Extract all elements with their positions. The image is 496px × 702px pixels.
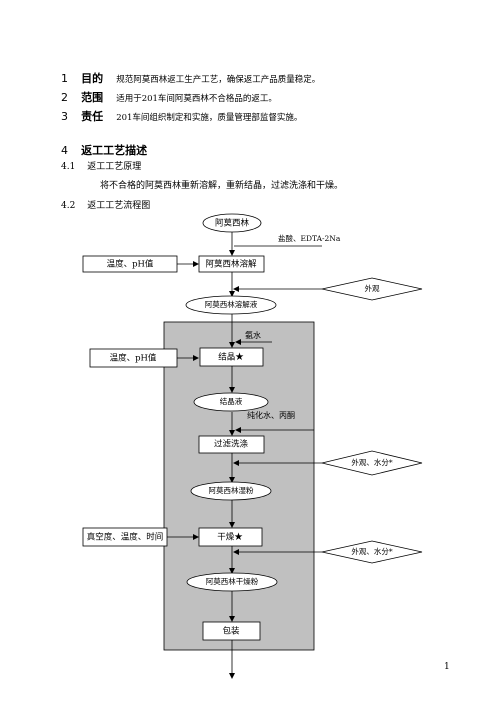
section-2: 2 范围 适用于201车间阿莫西林不合格品的返工。 xyxy=(61,86,277,105)
crystallize-label: 结晶★ xyxy=(218,352,244,363)
package-box xyxy=(202,621,261,641)
control-box-2 xyxy=(89,348,178,368)
subsection-title: 返工工艺原理 xyxy=(87,162,142,172)
section-number: 4 xyxy=(61,144,68,157)
check-label-1: 外观 xyxy=(365,283,380,293)
section-number: 3 xyxy=(61,110,68,123)
subsection-4-1: 4.1 返工工艺原理 xyxy=(61,159,141,172)
dissolve-label: 阿莫西林溶解 xyxy=(205,259,257,270)
control-label-2: 温度、pH值 xyxy=(110,353,157,364)
subsection-4-1-text: 将不合格的阿莫西林重新溶解，重新结晶，过滤洗涤和干燥。 xyxy=(100,181,344,191)
page-number: 1 xyxy=(444,662,450,672)
section-text: 201车间组织制定和实施，质量管理部监督实施。 xyxy=(116,113,303,123)
control-box-1 xyxy=(82,255,178,273)
section-number: 1 xyxy=(61,72,68,85)
control-label-1: 温度、pH值 xyxy=(107,259,154,270)
solution-label: 阿莫西林溶解液 xyxy=(205,299,258,309)
solution-ellipse xyxy=(185,295,277,315)
dry-box xyxy=(198,527,263,547)
section-4: 4 返工工艺描述 xyxy=(61,139,147,158)
section-number: 2 xyxy=(61,91,68,104)
section-heading: 目的 xyxy=(81,72,104,85)
check-label-3: 外观、水分* xyxy=(351,546,392,556)
dry-powder-ellipse xyxy=(186,572,278,592)
subsection-number: 4.1 xyxy=(61,162,76,172)
check-diamond-3 xyxy=(321,540,423,564)
package-label: 包装 xyxy=(222,626,240,637)
input-water-acetone-label: 纯化水、丙酮 xyxy=(247,410,295,420)
section-text: 规范阿莫西林返工生产工艺，确保返工产品质量稳定。 xyxy=(116,75,321,85)
input-ammonia-label: 氨水 xyxy=(245,330,261,340)
check-diamond-2 xyxy=(321,450,423,476)
section-text: 适用于201车间阿莫西林不合格品的返工。 xyxy=(116,94,277,104)
input-acid-label: 盐酸、EDTA-2Na xyxy=(278,233,341,243)
check-diamond-1 xyxy=(321,277,423,301)
control-label-3: 真空度、温度、时间 xyxy=(87,532,164,543)
control-box-3 xyxy=(82,527,168,547)
crystal-liquid-ellipse xyxy=(193,392,269,412)
crystallize-box xyxy=(199,347,264,367)
crystal-liquid-label: 结晶液 xyxy=(220,396,243,406)
section-heading: 返工工艺描述 xyxy=(81,144,148,157)
wet-powder-label: 阿莫西林湿粉 xyxy=(209,485,254,495)
start-label: 阿莫西林 xyxy=(215,218,250,229)
side-lines xyxy=(167,245,322,555)
check-label-2: 外观、水分* xyxy=(351,457,392,467)
dry-label: 干燥★ xyxy=(217,532,243,543)
section-heading: 责任 xyxy=(81,110,104,123)
dissolve-box xyxy=(198,255,265,273)
wet-powder-ellipse xyxy=(190,481,272,501)
start-ellipse xyxy=(202,213,262,233)
section-1: 1 目的 规范阿莫西林返工生产工艺，确保返工产品质量稳定。 xyxy=(61,67,320,86)
dry-powder-label: 阿莫西林干燥粉 xyxy=(206,576,259,586)
subsection-4-2: 4.2 返工工艺流程图 xyxy=(61,198,150,211)
subsection-title: 返工工艺流程图 xyxy=(87,201,151,211)
filter-wash-box xyxy=(198,435,265,454)
section-heading: 范围 xyxy=(81,91,104,104)
subsection-number: 4.2 xyxy=(61,201,76,211)
section-3: 3 责任 201车间组织制定和实施，质量管理部监督实施。 xyxy=(61,105,302,124)
filter-wash-label: 过滤洗涤 xyxy=(214,439,249,450)
